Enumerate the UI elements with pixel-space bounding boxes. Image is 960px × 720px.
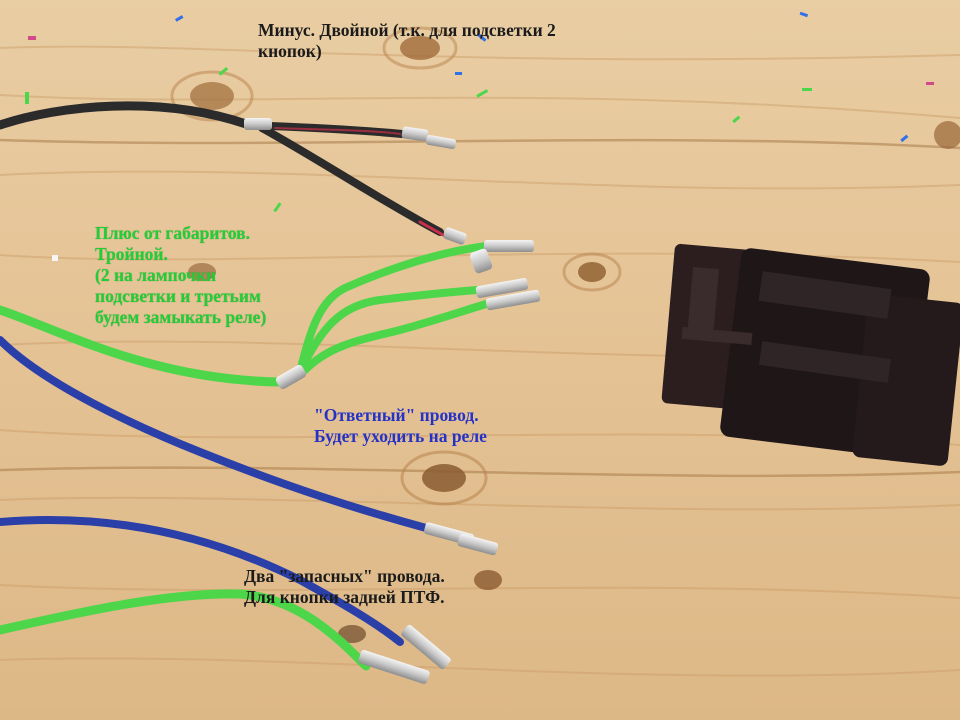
green-wire-terminals — [275, 240, 541, 390]
green-wire-spare — [0, 589, 371, 671]
wood-grain — [0, 45, 960, 677]
blue-wires — [0, 336, 430, 646]
switch-connector — [661, 243, 960, 466]
annotation-return-wire: "Ответный" провод. Будет уходить на реле — [314, 405, 487, 446]
black-wire-terminals — [244, 118, 467, 245]
wood-board-seams — [0, 138, 960, 478]
black-wires — [0, 101, 447, 238]
blue-wire-terminals — [401, 522, 499, 670]
green-spare-terminal — [358, 649, 430, 685]
plastic-debris — [25, 11, 934, 261]
annotation-plus-wire: Плюс от габаритов. Тройной. (2 на лампоч… — [95, 223, 267, 327]
annotation-spare-wires: Два "запасных" провода. Для кнопки задне… — [244, 566, 445, 607]
annotation-minus-wire: Минус. Двойной (т.к. для подсветки 2 кно… — [258, 20, 556, 61]
green-wires-plus — [0, 242, 490, 387]
wood-knots — [170, 26, 960, 643]
